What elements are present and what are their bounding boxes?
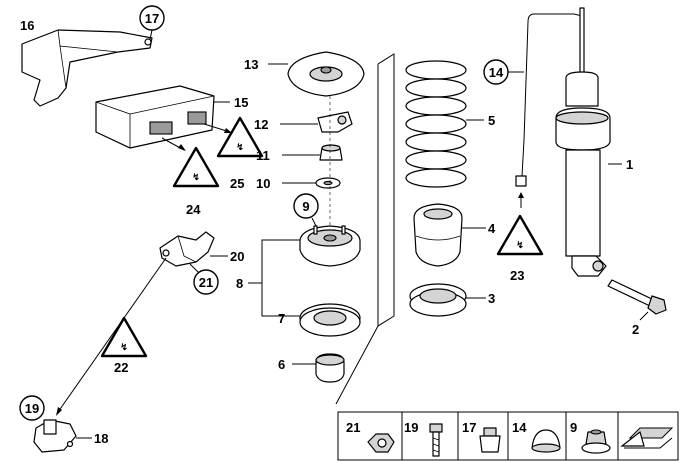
- callout-1: 1: [626, 157, 633, 172]
- legend-label-19: 19: [404, 420, 418, 435]
- fastener-legend: [337, 411, 679, 461]
- callout-25: 25: [230, 176, 244, 191]
- clip-part-12[interactable]: [317, 111, 353, 133]
- callout-20: 20: [230, 249, 244, 264]
- callout-24: 24: [186, 202, 201, 217]
- svg-text:↯: ↯: [236, 142, 244, 152]
- legend-label-9: 9: [570, 420, 577, 435]
- svg-text:↯: ↯: [516, 240, 524, 250]
- direction-arrow-icon: [620, 427, 674, 449]
- callout-19-badge[interactable]: 19: [19, 395, 45, 421]
- callout-8: 8: [236, 276, 243, 291]
- ring-part-3[interactable]: [409, 283, 467, 317]
- callout-16: 16: [20, 18, 34, 33]
- screw-icon[interactable]: [429, 423, 443, 457]
- callout-5: 5: [488, 113, 495, 128]
- bracket-part-16[interactable]: [21, 29, 153, 107]
- callout-17: 17: [145, 11, 159, 26]
- bolt-part-2[interactable]: [607, 279, 667, 315]
- nut-cap-icon[interactable]: [479, 427, 501, 453]
- bump-stop-part-6[interactable]: [315, 353, 345, 383]
- callout-12: 12: [254, 117, 268, 132]
- nut-icon[interactable]: [367, 433, 395, 453]
- callout-22: 22: [114, 360, 128, 375]
- callout-13: 13: [244, 57, 258, 72]
- callout-11: 11: [256, 148, 270, 163]
- warning-label-23[interactable]: ↯: [496, 214, 544, 256]
- legend-label-14: 14: [512, 420, 527, 435]
- callout-21: 21: [199, 275, 213, 290]
- support-bearing-part-8[interactable]: [299, 225, 361, 267]
- grommet-icon[interactable]: [531, 429, 561, 453]
- strut-mount-part-13[interactable]: [287, 51, 365, 97]
- flange-nut-icon[interactable]: [581, 429, 611, 454]
- ring-part-7[interactable]: [299, 303, 361, 337]
- shock-absorber-part-1[interactable]: [555, 7, 611, 277]
- callout-23: 23: [510, 268, 524, 283]
- svg-text:↯: ↯: [120, 342, 128, 352]
- washer-part-10[interactable]: [315, 177, 341, 189]
- coil-spring-part-5[interactable]: [405, 60, 467, 188]
- callout-6: 6: [278, 357, 285, 372]
- rubber-part-4[interactable]: [413, 203, 463, 267]
- callout-7: 7: [278, 311, 285, 326]
- callout-15: 15: [234, 95, 248, 110]
- callout-17-badge[interactable]: 17: [139, 5, 165, 31]
- warning-label-22[interactable]: ↯: [100, 316, 148, 358]
- warning-label-25[interactable]: ↯: [216, 116, 264, 158]
- legend-label-17: 17: [462, 420, 476, 435]
- sensor-part-20[interactable]: [159, 231, 215, 267]
- callout-14-badge[interactable]: 14: [483, 59, 509, 85]
- callout-14: 14: [489, 65, 504, 80]
- callout-9: 9: [302, 199, 309, 214]
- callout-4: 4: [488, 221, 496, 236]
- callout-18: 18: [94, 431, 108, 446]
- callout-10: 10: [256, 176, 270, 191]
- callout-9-badge[interactable]: 9: [293, 193, 319, 219]
- callout-2: 2: [632, 322, 639, 337]
- svg-text:↯: ↯: [192, 172, 200, 182]
- warning-label-24[interactable]: ↯: [172, 146, 220, 188]
- sensor-part-18[interactable]: [33, 419, 77, 453]
- callout-19: 19: [25, 401, 39, 416]
- callout-3: 3: [488, 291, 495, 306]
- control-unit-part-15[interactable]: [95, 85, 215, 149]
- bushing-part-11[interactable]: [319, 144, 343, 161]
- callout-21-badge[interactable]: 21: [193, 269, 219, 295]
- legend-label-21: 21: [346, 420, 360, 435]
